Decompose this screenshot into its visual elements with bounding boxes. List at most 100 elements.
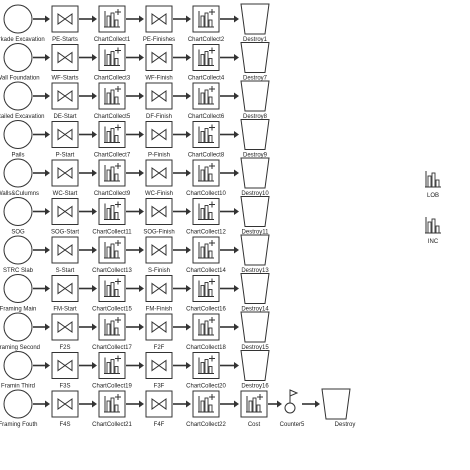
chart-collect-node[interactable] — [98, 44, 126, 71]
sink-label: Destroy11 — [242, 230, 270, 236]
finish-node[interactable] — [145, 198, 173, 225]
finish-node[interactable] — [145, 44, 173, 71]
source-node[interactable] — [3, 389, 33, 419]
flow-arrow — [79, 131, 97, 138]
source-node[interactable] — [3, 4, 33, 34]
chart-collect-label: ChartCollect22 — [186, 422, 226, 428]
start-node[interactable] — [51, 82, 79, 110]
chart-collect-node[interactable] — [192, 198, 220, 225]
start-node[interactable] — [51, 313, 79, 341]
chart-collect-node[interactable] — [98, 275, 126, 302]
chart-collect-node[interactable] — [98, 121, 126, 148]
counter-label: Counter5 — [280, 422, 305, 428]
chart-collect-node[interactable] — [98, 390, 126, 418]
flow-arrow — [33, 169, 50, 177]
source-node[interactable] — [3, 351, 33, 380]
finish-node[interactable] — [145, 352, 173, 379]
finish-node[interactable] — [145, 82, 173, 110]
chart-collect-node[interactable] — [98, 313, 126, 341]
sink-node[interactable] — [240, 119, 270, 150]
start-node[interactable] — [51, 352, 79, 379]
finish-node[interactable] — [145, 159, 173, 187]
source-node[interactable] — [3, 235, 33, 265]
chart-collect-node[interactable] — [98, 236, 126, 264]
source-label: SOG — [11, 230, 25, 236]
source-node[interactable] — [3, 120, 33, 149]
chart-collect-label: ChartCollect20 — [186, 384, 226, 390]
source-node[interactable] — [3, 312, 33, 342]
finish-label: DF-Finish — [146, 114, 172, 120]
finish-label: S-Finish — [148, 268, 170, 274]
source-node[interactable] — [3, 158, 33, 188]
flow-arrow — [173, 362, 191, 369]
sink-node[interactable] — [240, 311, 270, 343]
finish-node[interactable] — [145, 236, 173, 264]
start-node[interactable] — [51, 236, 79, 264]
finish-node[interactable] — [145, 275, 173, 302]
cost-collect-node[interactable] — [240, 390, 268, 418]
chart-collect-node[interactable] — [98, 352, 126, 379]
finish-node[interactable] — [145, 390, 173, 418]
finish-node[interactable] — [145, 121, 173, 148]
chart-collect-node[interactable] — [192, 390, 220, 418]
chart-collect-node[interactable] — [192, 275, 220, 302]
chart-collect-node[interactable] — [192, 121, 220, 148]
start-node[interactable] — [51, 275, 79, 302]
flow-arrow — [173, 400, 191, 408]
flow-arrow — [33, 362, 50, 369]
start-node[interactable] — [51, 198, 79, 225]
flow-arrow — [79, 400, 97, 408]
start-node[interactable] — [51, 44, 79, 71]
sink-node[interactable] — [240, 350, 270, 381]
sink-label: Destroy10 — [241, 191, 269, 197]
sink-node[interactable] — [240, 3, 270, 35]
chart-collect-node[interactable] — [192, 236, 220, 264]
source-node[interactable] — [3, 81, 33, 111]
source-label: Framin Third — [1, 384, 35, 390]
finish-node[interactable] — [145, 313, 173, 341]
start-label: F2S — [59, 345, 70, 351]
flow-arrow — [79, 169, 97, 177]
counter-node[interactable] — [284, 389, 299, 414]
source-label: Framing Second — [0, 345, 40, 351]
sink-label: Destroy16 — [241, 384, 269, 390]
source-node[interactable] — [3, 43, 33, 72]
flow-arrow — [79, 285, 97, 292]
sink-node[interactable] — [240, 157, 270, 189]
start-node[interactable] — [51, 159, 79, 187]
chart-collect-node[interactable] — [98, 82, 126, 110]
flow-arrow — [79, 246, 97, 254]
start-node[interactable] — [51, 5, 79, 33]
chart-collect-node[interactable] — [192, 159, 220, 187]
chart-collect-node[interactable] — [98, 5, 126, 33]
side-chart-inc[interactable]: INC — [425, 217, 441, 245]
start-node[interactable] — [51, 121, 79, 148]
chart-collect-node[interactable] — [192, 313, 220, 341]
side-chart-lob[interactable]: LOB — [425, 171, 441, 199]
chart-collect-label: ChartCollect2 — [188, 37, 225, 43]
finish-node[interactable] — [145, 5, 173, 33]
flow-arrow — [173, 246, 191, 254]
sink-node[interactable] — [240, 42, 270, 73]
chart-collect-node[interactable] — [192, 82, 220, 110]
chart-collect-node[interactable] — [192, 352, 220, 379]
sink-node[interactable] — [240, 80, 270, 112]
chart-collect-node[interactable] — [98, 198, 126, 225]
sink-node[interactable] — [321, 388, 351, 420]
finish-label: F2F — [154, 345, 165, 351]
start-node[interactable] — [51, 390, 79, 418]
sink-node[interactable] — [240, 273, 270, 304]
flow-arrow — [126, 246, 144, 254]
source-node[interactable] — [3, 197, 33, 226]
chart-collect-node[interactable] — [98, 159, 126, 187]
sink-node[interactable] — [240, 196, 270, 227]
chart-collect-node[interactable] — [192, 5, 220, 33]
sink-label: Destroy — [335, 422, 356, 428]
source-node[interactable] — [3, 274, 33, 303]
chart-collect-node[interactable] — [192, 44, 220, 71]
sink-node[interactable] — [240, 234, 270, 266]
flow-arrow — [173, 54, 191, 61]
